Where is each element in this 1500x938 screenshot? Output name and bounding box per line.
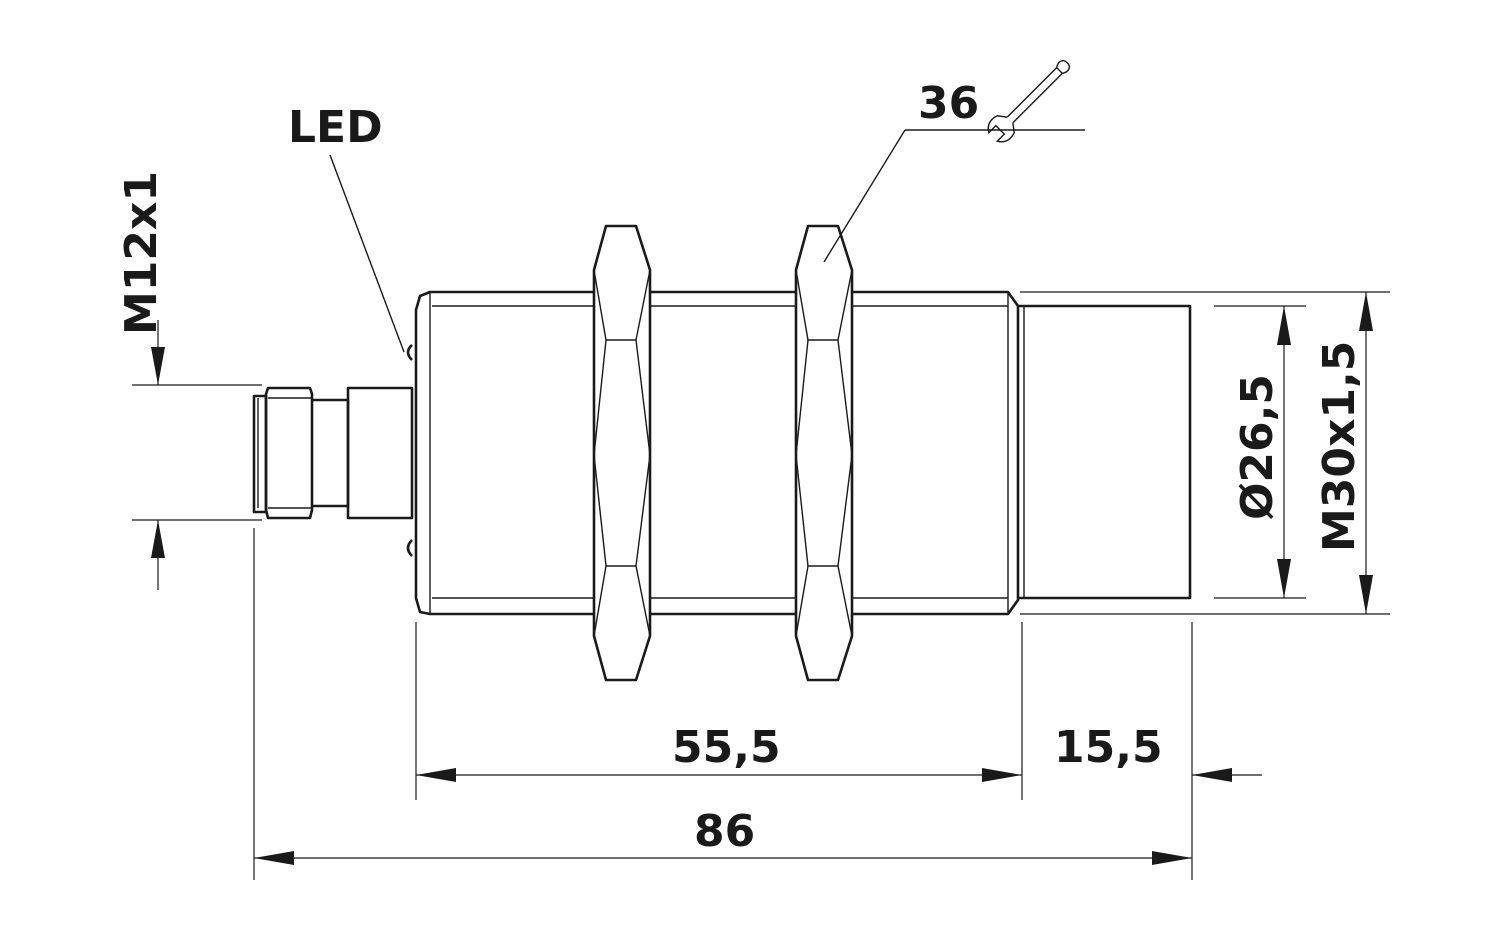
wrench-size-label: 36 (918, 78, 979, 129)
dim-55-5 (416, 768, 1022, 782)
leader-lines (329, 129, 1085, 353)
wrench-icon (987, 59, 1071, 143)
hex-nut-left (592, 224, 652, 682)
hex-nut-right (794, 224, 854, 682)
dim-86 (254, 851, 1192, 865)
sensing-face-length-label: 15,5 (1054, 722, 1163, 773)
sensing-face-sleeve (1018, 304, 1192, 600)
diameter-26-5-label: Ø26,5 (1232, 374, 1283, 520)
overall-length-label: 86 (694, 806, 755, 857)
m30x1-5-label: M30x1,5 (1314, 341, 1365, 552)
led-label: LED (288, 102, 383, 153)
dim-m30x1-5 (1359, 292, 1373, 614)
dim-diameter-26-5 (1277, 306, 1291, 598)
dim-15-5 (1192, 768, 1262, 782)
thread-length-label: 55,5 (672, 722, 781, 773)
m12-connector (252, 386, 414, 520)
led-indicators (406, 344, 413, 557)
dim-m12x1 (151, 320, 165, 590)
threaded-housing (414, 290, 1020, 616)
extension-lines (132, 291, 1390, 880)
m12x1-label: M12x1 (116, 171, 167, 335)
